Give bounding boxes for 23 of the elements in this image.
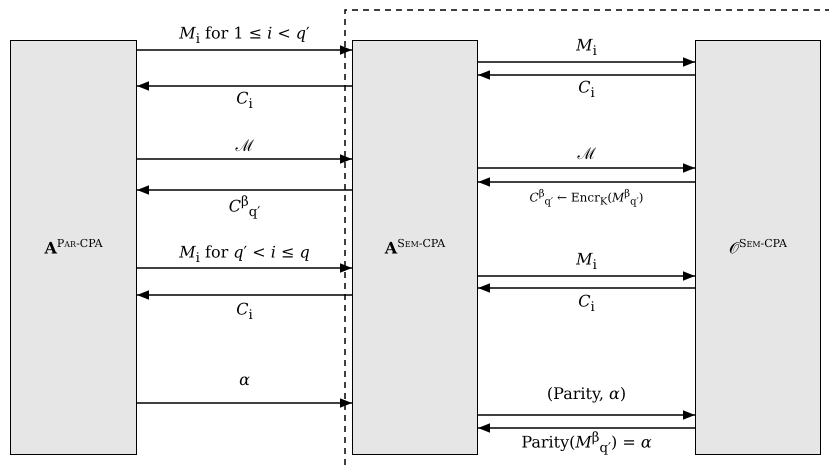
box-label: 𝒪$^{Sem-CPA}$ — [728, 237, 788, 258]
arrow — [137, 185, 352, 195]
party-box — [695, 40, 821, 455]
arrow — [478, 271, 695, 281]
party-box — [10, 40, 137, 455]
box-label: A$^{Sem-CPA}$ — [384, 237, 446, 258]
arrow — [478, 423, 695, 433]
arrow — [137, 263, 352, 273]
arrow — [478, 410, 695, 420]
arrow — [478, 177, 695, 187]
arrow — [137, 45, 352, 55]
arrow — [478, 57, 695, 67]
edge-label: C$^{β}$$_{q′}$ ← Encr$_{K}$(M$^{β}$$_{q′}$) — [528, 188, 646, 208]
arrow — [478, 163, 695, 173]
arrow — [137, 290, 352, 300]
edge-label: Parity(M$^{β}$$_{q′}$) = α — [519, 431, 654, 457]
arrow — [137, 154, 352, 164]
party-box — [352, 40, 478, 455]
arrow — [137, 81, 352, 91]
box-label: A$^{Par-CPA}$ — [44, 237, 103, 258]
arrow — [137, 398, 352, 408]
arrow — [478, 283, 695, 293]
arrow — [478, 70, 695, 80]
